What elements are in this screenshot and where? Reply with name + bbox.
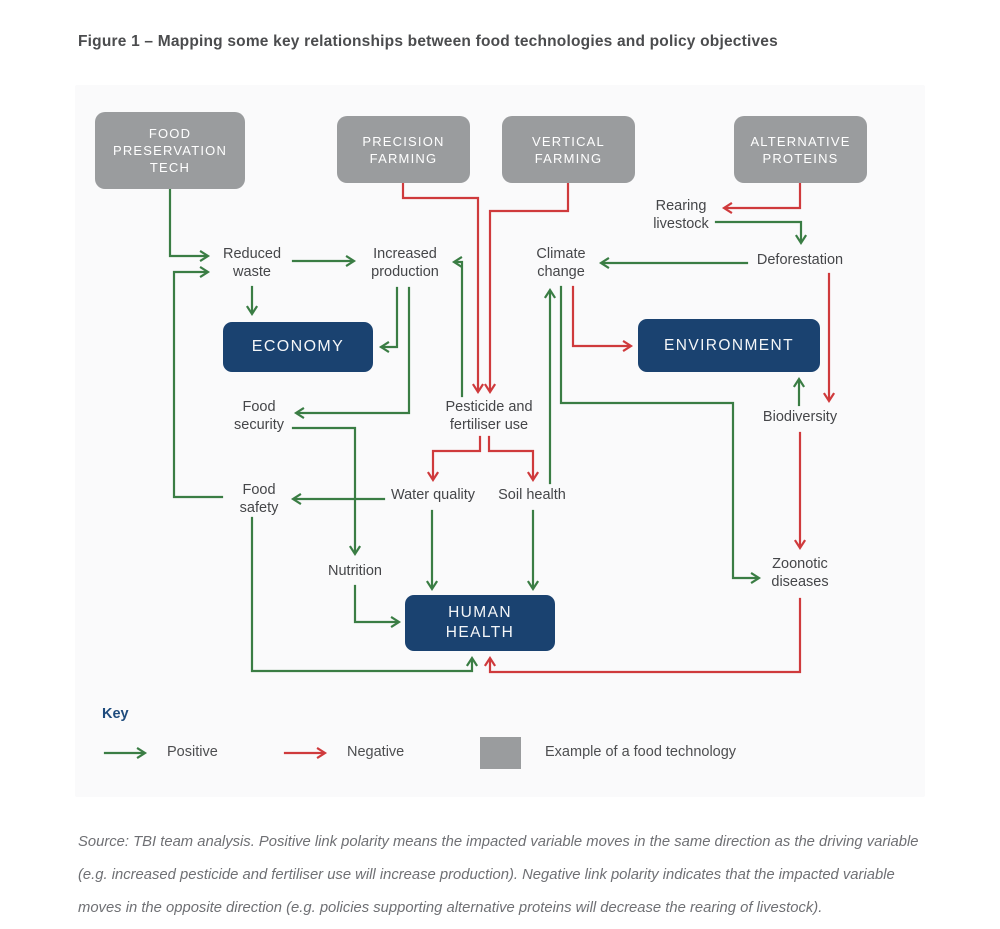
figure-title: Figure 1 – Mapping some key relationship… <box>78 33 778 50</box>
link-alternative-proteins-to-rearing-livestock <box>725 182 802 208</box>
node-food-security: Food security <box>234 399 284 433</box>
node-biodiversity: Biodiversity <box>762 409 838 425</box>
box-food-preservation-tech: FOOD PRESERVATION TECH <box>95 112 245 189</box>
node-increased-production: Increased production <box>371 246 439 280</box>
link-pesticide-to-soil-health <box>487 435 533 479</box>
diagram-panel <box>75 85 925 797</box>
node-soil-health: Soil health <box>498 487 566 503</box>
link-rearing-livestock-to-deforestation <box>714 220 801 242</box>
link-zoonotic-diseases-to-human-health <box>490 597 802 674</box>
node-deforestation: Deforestation <box>756 252 844 268</box>
link-food-safety-to-reduced-waste <box>172 272 224 499</box>
link-precision-farming-to-pesticide <box>401 182 478 391</box>
key-negative-label: Negative <box>347 744 405 760</box>
box-alternative-proteins: ALTERNATIVE PROTEINS <box>734 116 867 183</box>
link-pesticide-to-increased-production <box>455 262 464 398</box>
node-water-quality: Water quality <box>390 487 476 503</box>
node-reduced-waste: Reduced waste <box>222 246 282 280</box>
link-pesticide-to-water-quality <box>433 435 482 479</box>
box-vertical-farming: VERTICAL FARMING <box>502 116 635 183</box>
link-food-preservation-tech-to-reduced-waste <box>168 188 207 256</box>
link-food-safety-to-human-health <box>250 516 472 673</box>
key-positive-label: Positive <box>167 744 218 760</box>
key-tech-label: Example of a food technology <box>545 744 737 760</box>
box-human-health: HUMAN HEALTH <box>405 595 555 651</box>
node-zoonotic-diseases: Zoonotic diseases <box>771 556 829 590</box>
node-nutrition: Nutrition <box>328 563 382 579</box>
box-economy: ECONOMY <box>223 322 373 372</box>
link-climate-change-to-zoonotic-diseases <box>559 285 758 578</box>
key-tech-swatch <box>480 737 521 769</box>
key-heading: Key <box>102 706 129 722</box>
link-food-security-to-nutrition <box>291 426 355 553</box>
link-nutrition-to-human-health <box>353 584 398 622</box>
link-increased-production-to-food-security <box>297 286 411 413</box>
node-food-safety: Food safety <box>239 482 279 516</box>
source-note: Source: TBI team analysis. Positive link… <box>78 834 919 916</box>
link-increased-production-to-economy <box>382 286 399 347</box>
link-climate-change-to-environment <box>571 285 630 346</box>
node-rearing-livestock: Rearing livestock <box>653 198 709 232</box>
box-precision-farming: PRECISION FARMING <box>337 116 470 183</box>
node-pesticide-fertiliser-use: Pesticide and fertiliser use <box>445 399 533 433</box>
box-environment: ENVIRONMENT <box>638 319 820 372</box>
node-climate-change: Climate change <box>536 246 586 280</box>
link-vertical-farming-to-pesticide <box>490 182 570 391</box>
